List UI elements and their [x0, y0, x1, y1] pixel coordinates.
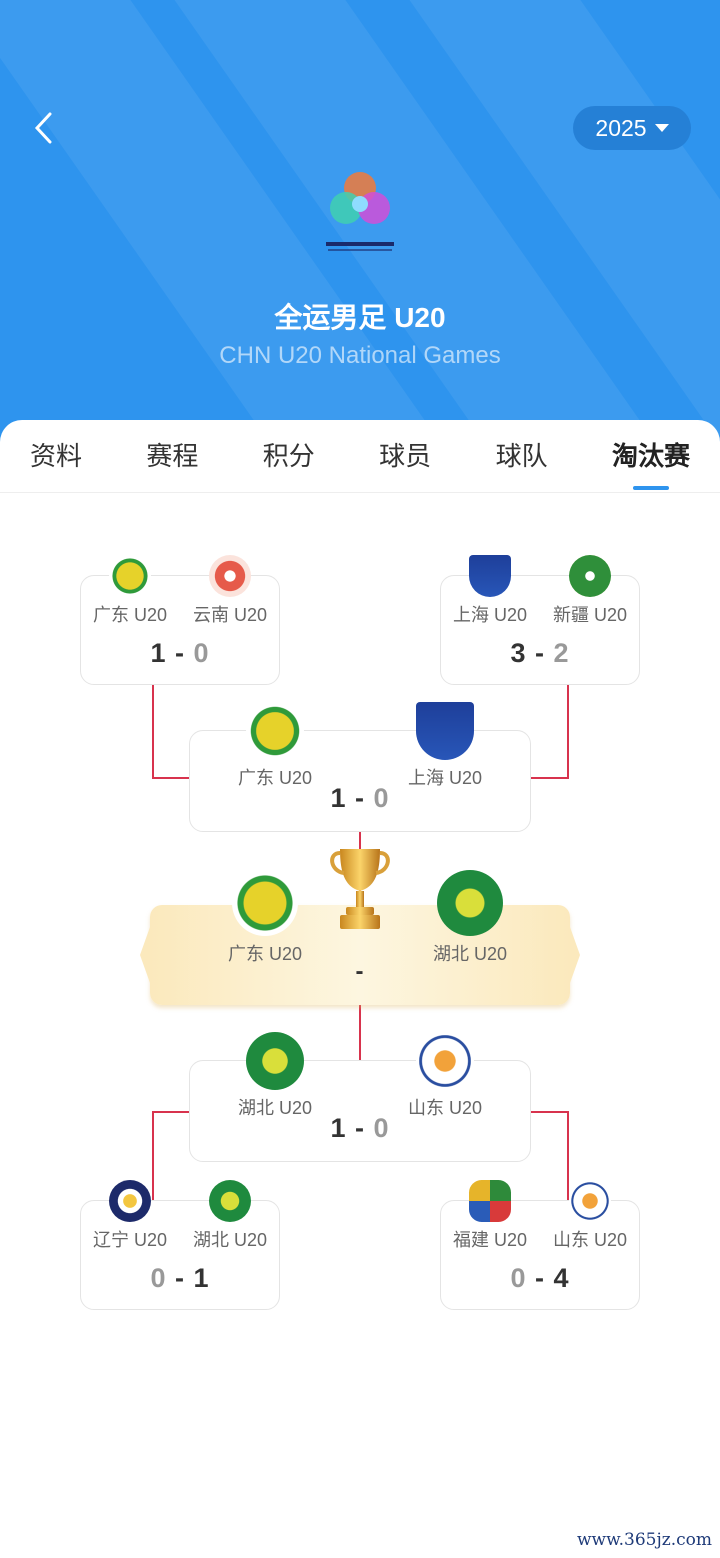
hubei-team-logo-icon [246, 1032, 304, 1090]
semifinal-card-top[interactable]: 1 - 0 [189, 730, 531, 832]
home-score: 1 [330, 1113, 347, 1143]
score: 3 - 2 [441, 638, 639, 669]
back-arrow-icon[interactable] [28, 110, 64, 146]
home-score: 0 [510, 1263, 527, 1293]
away-score: 0 [373, 783, 390, 813]
away-team[interactable]: 山东 U20 [535, 1180, 645, 1252]
team-name: 山东 U20 [552, 1230, 628, 1250]
team-name: 上海 U20 [407, 768, 483, 788]
away-score: 2 [553, 638, 570, 668]
connector-line [152, 1111, 189, 1113]
tab-info[interactable]: 资料 [30, 441, 83, 471]
final-score: - [355, 958, 365, 985]
header: 2025 全运男足 U20 CHN U20 National Games [0, 0, 720, 450]
home-team[interactable]: 广东 U20 [220, 702, 330, 790]
team-name: 山东 U20 [407, 1098, 483, 1118]
connector-line [359, 1005, 361, 1060]
xinjiang-team-logo-icon [569, 555, 611, 597]
team-name: 湖北 U20 [237, 1098, 313, 1118]
guangdong-team-logo-icon [246, 702, 304, 760]
score-separator: - [166, 638, 194, 668]
liaoning-team-logo-icon [109, 1180, 151, 1222]
tab-players[interactable]: 球员 [379, 441, 432, 471]
match-card-bottom-left[interactable]: 0 - 1 [80, 1200, 280, 1310]
away-score: 4 [553, 1263, 570, 1293]
home-team[interactable]: 福建 U20 [435, 1180, 545, 1252]
score-separator: - [346, 1113, 374, 1143]
home-team[interactable]: 辽宁 U20 [75, 1180, 185, 1252]
team-name: 云南 U20 [192, 605, 268, 625]
connector-line [531, 1111, 569, 1113]
team-name: 新疆 U20 [552, 605, 628, 625]
team-name: 辽宁 U20 [92, 1230, 168, 1250]
home-score: 3 [510, 638, 527, 668]
away-score: 1 [193, 1263, 210, 1293]
page-subtitle: CHN U20 National Games [219, 342, 501, 369]
away-team[interactable]: 湖北 U20 [415, 870, 525, 966]
hubei-team-logo-icon [437, 870, 503, 936]
away-score: 0 [373, 1113, 390, 1143]
connector-line [152, 777, 189, 779]
watermark: www.365jz.com [577, 1530, 712, 1550]
away-team[interactable]: 云南 U20 [175, 555, 285, 627]
shandong-team-logo-icon [416, 1032, 474, 1090]
page-title: 全运男足 U20 [274, 302, 446, 333]
team-name: 广东 U20 [227, 944, 303, 964]
away-team[interactable]: 山东 U20 [390, 1032, 500, 1120]
team-name: 福建 U20 [452, 1230, 528, 1250]
shandong-team-logo-icon [569, 1180, 611, 1222]
dropdown-caret-icon [654, 124, 669, 132]
fujian-team-logo-icon [469, 1180, 511, 1222]
match-card-top-right[interactable]: 3 - 2 [440, 575, 640, 685]
home-team[interactable]: 广东 U20 [75, 555, 185, 627]
away-team[interactable]: 新疆 U20 [535, 555, 645, 627]
team-name: 广东 U20 [92, 605, 168, 625]
score: 1 - 0 [81, 638, 279, 669]
connector-line [567, 1111, 569, 1200]
home-team[interactable]: 湖北 U20 [220, 1032, 330, 1120]
score: 1 - 0 [190, 783, 530, 814]
score: 0 - 4 [441, 1263, 639, 1294]
tab-bar: 资料 赛程 积分 球员 球队 淘汰赛 [0, 420, 720, 493]
national-games-emblem-icon [326, 172, 394, 251]
tab-schedule[interactable]: 赛程 [146, 441, 199, 471]
away-team[interactable]: 上海 U20 [390, 702, 500, 790]
trophy-icon [330, 849, 390, 929]
year-value: 2025 [595, 114, 647, 141]
tab-standings[interactable]: 积分 [262, 441, 315, 471]
guangdong-team-logo-icon [232, 870, 298, 936]
team-name: 上海 U20 [452, 605, 528, 625]
score-separator: - [526, 1263, 554, 1293]
tab-knockout[interactable]: 淘汰赛 [612, 420, 690, 492]
score-separator: - [166, 1263, 194, 1293]
year-selector[interactable]: 2025 [573, 106, 691, 150]
semifinal-card-bottom[interactable]: 1 - 0 [189, 1060, 531, 1162]
team-name: 广东 U20 [237, 768, 313, 788]
score-separator: - [526, 638, 554, 668]
hubei-team-logo-icon [209, 1180, 251, 1222]
shanghai-team-logo-icon [416, 702, 474, 760]
home-team[interactable]: 广东 U20 [210, 870, 320, 966]
team-name: 湖北 U20 [432, 944, 508, 964]
away-team[interactable]: 湖北 U20 [175, 1180, 285, 1252]
guangdong-team-logo-icon [109, 555, 151, 597]
connector-line [152, 685, 154, 779]
tab-teams[interactable]: 球队 [495, 441, 548, 471]
connector-line [531, 777, 569, 779]
score-separator: - [346, 783, 374, 813]
yunnan-team-logo-icon [209, 555, 251, 597]
match-card-top-left[interactable]: 1 - 0 [80, 575, 280, 685]
shanghai-team-logo-icon [469, 555, 511, 597]
home-score: 1 [330, 783, 347, 813]
score: 0 - 1 [81, 1263, 279, 1294]
connector-line [152, 1111, 154, 1200]
team-name: 湖北 U20 [192, 1230, 268, 1250]
score: 1 - 0 [190, 1113, 530, 1144]
home-team[interactable]: 上海 U20 [435, 555, 545, 627]
connector-line [567, 685, 569, 779]
home-score: 0 [150, 1263, 167, 1293]
away-score: 0 [193, 638, 210, 668]
home-score: 1 [150, 638, 167, 668]
